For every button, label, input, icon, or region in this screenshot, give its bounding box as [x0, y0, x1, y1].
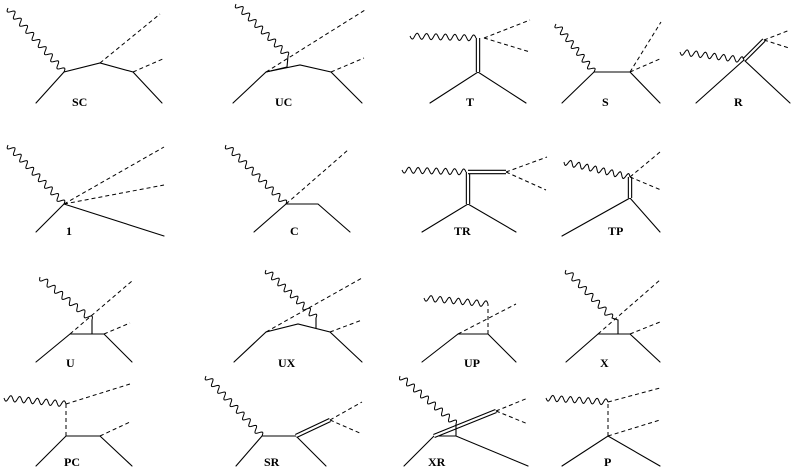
photon-line: [204, 375, 264, 437]
diagram-T: T: [409, 19, 531, 109]
diagram-label: T: [466, 95, 474, 109]
diagram-UX: UX: [233, 269, 363, 370]
diagram-label: TR: [454, 224, 471, 238]
diagram-label: TP: [608, 224, 623, 238]
diagram-1: 1: [6, 144, 165, 238]
diagram-label: UP: [464, 356, 480, 370]
diagram-S: S: [554, 21, 663, 109]
photon-line: [264, 269, 318, 319]
diagram-SR: SR: [204, 375, 363, 469]
photon-line: [6, 7, 66, 73]
diagram-label: SC: [72, 95, 87, 109]
diagram-label: UC: [275, 95, 292, 109]
photon-line: [563, 159, 631, 180]
photon-line: [564, 269, 614, 319]
photon-line: [39, 276, 93, 321]
diagram-X: X: [564, 269, 661, 370]
diagram-C: C: [224, 144, 351, 238]
diagram-U: U: [35, 276, 133, 370]
diagram-UC: UC: [232, 3, 366, 109]
diagram-label: 1: [66, 224, 72, 238]
diagram-label: X: [600, 356, 609, 370]
diagram-PC: PC: [3, 383, 133, 469]
diagram-label: R: [734, 95, 743, 109]
diagram-label: C: [290, 224, 299, 238]
photon-line: [554, 23, 596, 73]
photon-line: [224, 144, 288, 205]
diagram-TP: TP: [561, 151, 662, 238]
diagram-SC: SC: [6, 7, 166, 109]
photon-line: [679, 49, 745, 63]
diagram-label: S: [602, 95, 609, 109]
diagram-label: U: [66, 356, 75, 370]
photon-line: [409, 32, 477, 42]
diagram-label: PC: [64, 455, 80, 469]
diagram-label: XR: [428, 455, 446, 469]
diagram-R: R: [679, 29, 791, 109]
photon-line: [545, 394, 609, 406]
diagram-label: SR: [264, 455, 280, 469]
diagram-P: P: [545, 387, 661, 469]
diagram-label: P: [604, 455, 611, 469]
diagram-XR: XR: [398, 375, 529, 469]
photon-line: [6, 144, 66, 205]
diagram-UP: UP: [421, 295, 517, 370]
photon-line: [398, 375, 458, 425]
diagram-TR: TR: [401, 156, 548, 238]
photon-line: [401, 166, 467, 176]
diagram-label: UX: [278, 356, 296, 370]
photon-line: [234, 3, 290, 57]
photon-line: [423, 295, 489, 307]
photon-line: [3, 395, 67, 407]
